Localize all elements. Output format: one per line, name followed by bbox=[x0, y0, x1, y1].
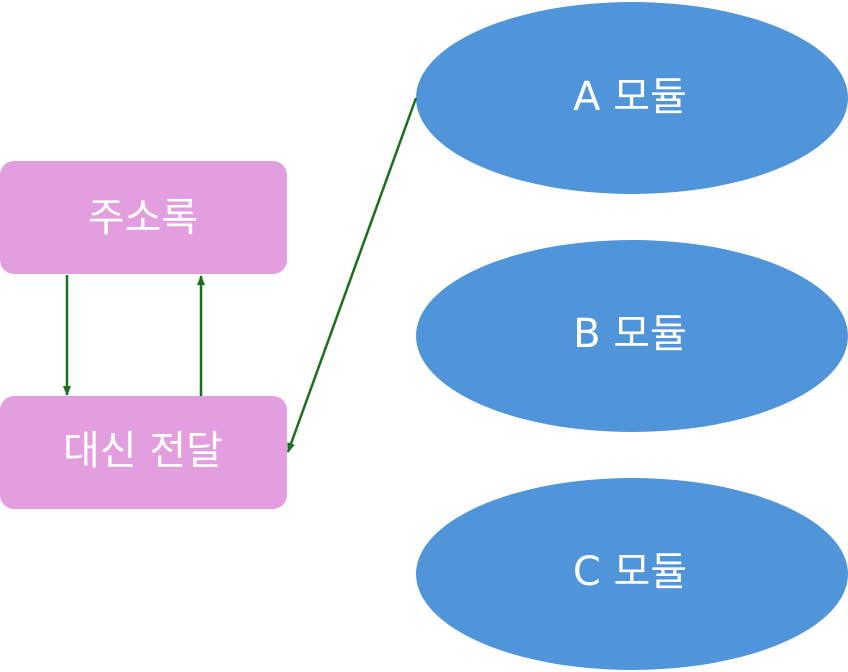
module-b-label: B 모듈 bbox=[573, 311, 687, 357]
module-b-node[interactable]: B 모듈 bbox=[416, 240, 848, 432]
module-c-node[interactable]: C 모듈 bbox=[416, 478, 848, 670]
proxy-box bbox=[0, 396, 287, 509]
module-c-ellipse bbox=[416, 478, 848, 670]
address-book-box bbox=[0, 161, 287, 274]
module-c-label: C 모듈 bbox=[573, 549, 687, 595]
edge-module-a-to-proxy bbox=[286, 97, 418, 453]
module-a-label: A 모듈 bbox=[573, 74, 687, 120]
module-b-ellipse bbox=[416, 240, 848, 432]
module-a-node[interactable]: A 모듈 bbox=[416, 2, 848, 194]
module-a-ellipse bbox=[416, 2, 848, 194]
proxy-label: 대신 전달 bbox=[63, 428, 223, 474]
address-book-node[interactable]: 주소록 bbox=[0, 161, 287, 274]
address-book-label: 주소록 bbox=[88, 195, 198, 241]
proxy-node[interactable]: 대신 전달 bbox=[0, 396, 287, 509]
